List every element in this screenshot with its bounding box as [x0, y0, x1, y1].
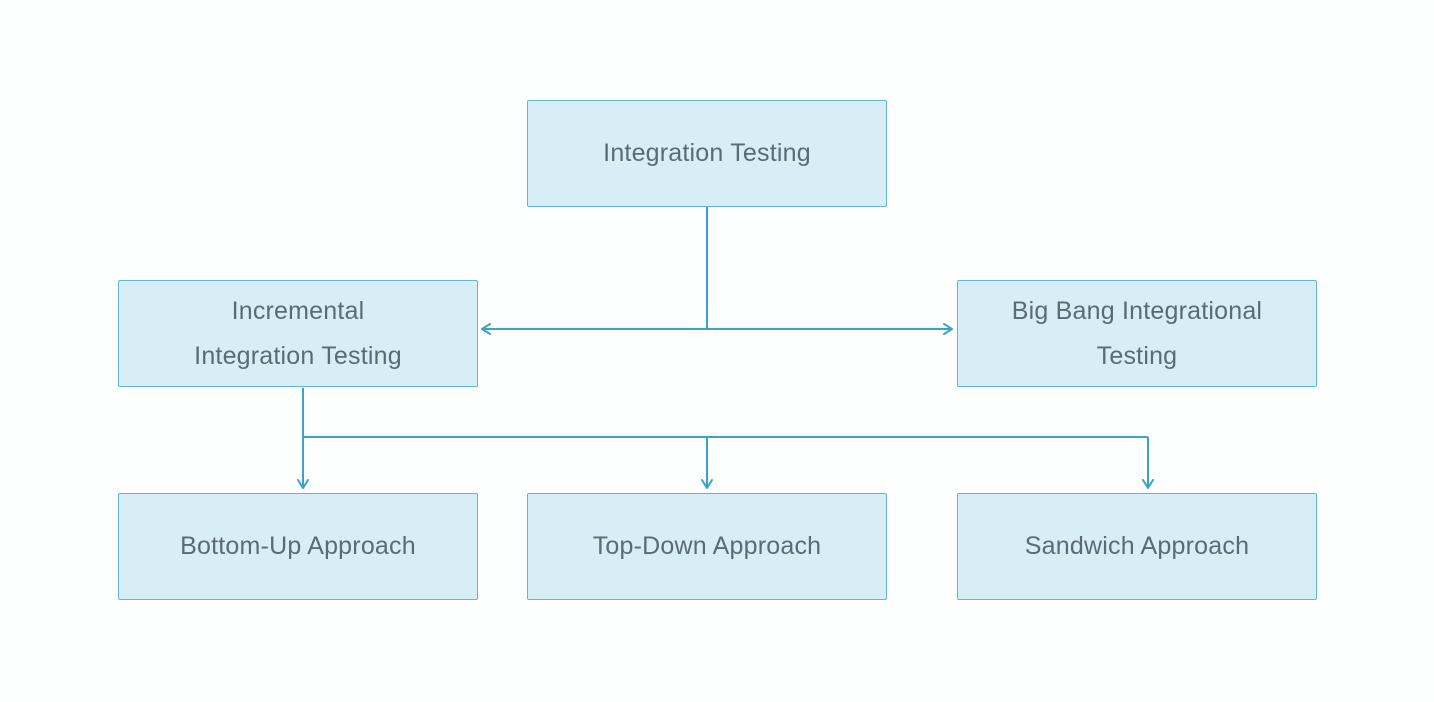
node-sandwich-approach[interactable]: Sandwich Approach	[957, 493, 1317, 600]
node-label-line: Integration Testing	[603, 139, 811, 167]
node-integration-testing[interactable]: Integration Testing	[527, 100, 887, 207]
node-top-down-approach[interactable]: Top-Down Approach	[527, 493, 887, 600]
node-label-line: Incremental	[231, 296, 365, 325]
node-big-bang-integrational-testing[interactable]: Big Bang Integrational Testing	[957, 280, 1317, 387]
node-label: Top-Down Approach	[593, 524, 822, 569]
node-incremental-integration-testing[interactable]: Incremental Integration Testing	[118, 280, 478, 387]
node-label-line: Big Bang Integrational	[1011, 296, 1263, 325]
node-label: Bottom-Up Approach	[180, 524, 416, 569]
node-bottom-up-approach[interactable]: Bottom-Up Approach	[118, 493, 478, 600]
node-label-line: Top-Down Approach	[592, 532, 822, 560]
node-label: Integration Testing	[603, 131, 811, 176]
node-label-line: Sandwich Approach	[1024, 532, 1250, 560]
node-label-line: Testing	[1096, 341, 1178, 370]
node-label: Incremental Integration Testing	[194, 289, 402, 379]
node-label-line: Integration Testing	[194, 341, 402, 370]
node-label-line: Bottom-Up Approach	[180, 532, 416, 560]
node-label: Big Bang Integrational Testing	[1012, 289, 1262, 379]
node-label: Sandwich Approach	[1025, 524, 1249, 569]
